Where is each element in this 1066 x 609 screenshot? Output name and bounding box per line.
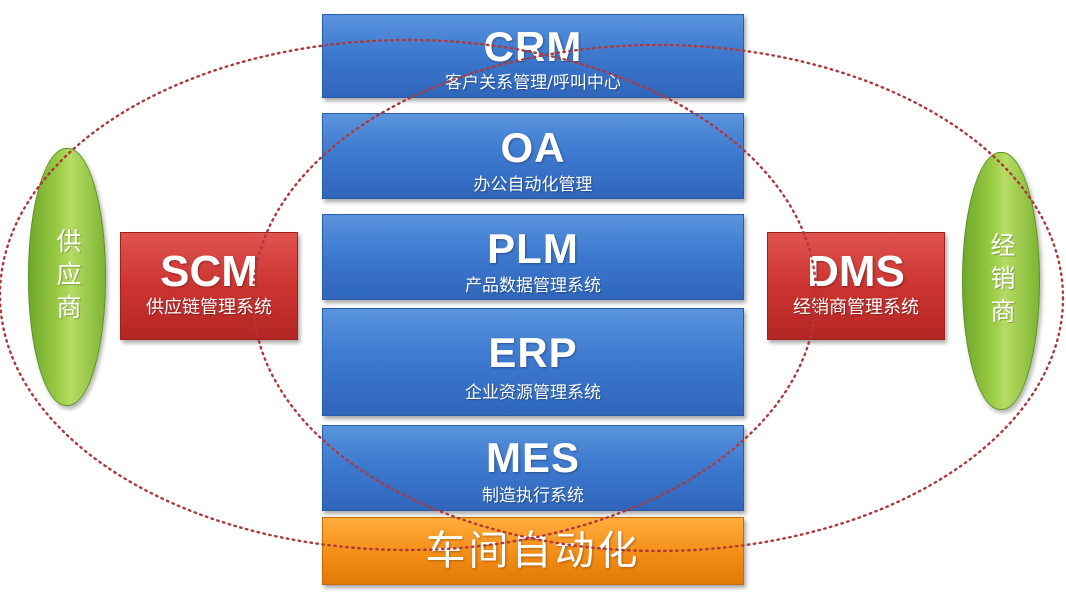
erp-subtitle: 企业资源管理系统: [465, 383, 601, 403]
oa-box: OA 办公自动化管理: [322, 113, 744, 199]
plm-subtitle: 产品数据管理系统: [465, 276, 601, 296]
workshop-automation-box: 车间自动化: [322, 517, 744, 585]
supplier-label: 供应商: [53, 227, 82, 327]
scm-subtitle: 供应链管理系统: [146, 297, 272, 318]
plm-box: PLM 产品数据管理系统: [322, 214, 744, 300]
dms-title: DMS: [807, 247, 905, 296]
dms-subtitle: 经销商管理系统: [793, 297, 919, 318]
crm-box: CRM 客户关系管理/呼叫中心: [322, 14, 744, 98]
crm-subtitle: 客户关系管理/呼叫中心: [445, 73, 621, 93]
scm-title: SCM: [160, 247, 258, 296]
oa-subtitle: 办公自动化管理: [473, 175, 593, 195]
oa-title: OA: [500, 124, 566, 171]
crm-title: CRM: [483, 23, 583, 70]
dealer-pill: 经销商: [962, 152, 1040, 410]
plm-title: PLM: [487, 225, 579, 272]
erp-title: ERP: [488, 329, 578, 376]
workshop-automation-label: 车间自动化: [425, 528, 641, 574]
mes-title: MES: [485, 434, 580, 481]
dms-box: DMS 经销商管理系统: [767, 232, 945, 340]
dealer-label: 经销商: [987, 231, 1016, 331]
erp-box: ERP 企业资源管理系统: [322, 308, 744, 416]
mes-box: MES 制造执行系统: [322, 425, 744, 511]
mes-subtitle: 制造执行系统: [482, 486, 584, 506]
supplier-pill: 供应商: [28, 148, 106, 406]
scm-box: SCM 供应链管理系统: [120, 232, 298, 340]
